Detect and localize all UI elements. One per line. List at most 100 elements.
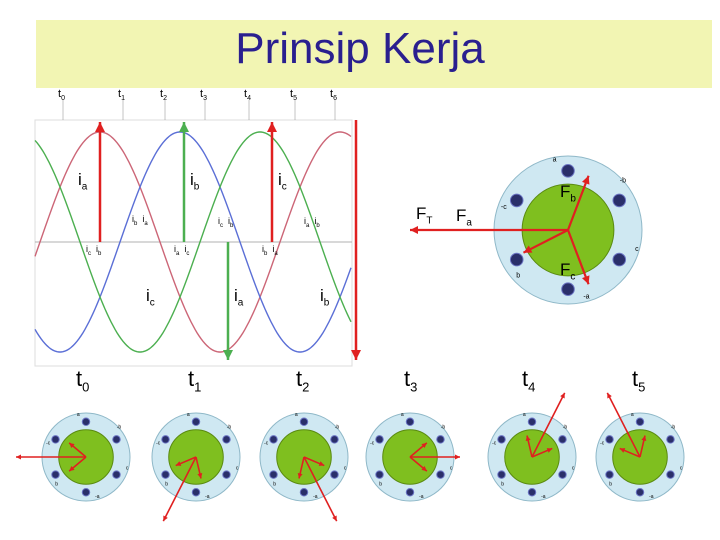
motor-small-0-slot-5 [51, 435, 60, 444]
motor-large-coil-label-4: b [516, 273, 520, 280]
motor-small-2: a-bc-ab-c [259, 412, 349, 522]
motor-small-4: a-bc-ab-c [487, 392, 577, 502]
motor-small-3: a -b c -a b -c [365, 412, 460, 502]
ic-label-1: ic [278, 170, 287, 193]
marker-arrow-t0-head [95, 122, 105, 132]
top-time-label-2: t2 [160, 88, 167, 103]
motor-small-2-slot-1 [330, 435, 339, 444]
motor-small-4-slot-2 [558, 470, 567, 479]
motor-small-2-coil-label-3: -a [313, 494, 318, 500]
motor-small-3-slot-3 [405, 487, 415, 497]
small-label-ia-ic: ia ic [174, 244, 190, 257]
motor-small-4-arrow-head-0 [560, 392, 565, 399]
motor-small-4-arrow-0 [531, 392, 566, 458]
motor-small-4-slot-5 [497, 435, 506, 444]
motor-large-coil-label-0: a [553, 156, 557, 163]
motor-small-0-slot-2 [112, 470, 121, 479]
motor-small-2-coil-label-1: -b [335, 425, 340, 431]
motor-small-0-arrow-head-2 [69, 442, 75, 448]
motor-small-5-coil-label-4: b [609, 481, 612, 487]
small-label-ib-ia-2: ib ia [262, 244, 278, 257]
page-title: Prinsip Kerja [235, 24, 485, 73]
motor-large-arrow-2 [566, 229, 590, 285]
motor-small-1-slot-4 [161, 470, 170, 479]
motor-large-slot-1 [612, 193, 627, 208]
wave-phase-b [34, 131, 352, 353]
motor-small-1-arrow-head-2 [175, 461, 182, 466]
motor-small-2-slot-3 [299, 487, 309, 497]
motor-small-3-arrow-head-0 [455, 454, 460, 460]
wave-phase-c [34, 131, 352, 353]
motor-small-1-slot-1 [222, 435, 231, 444]
motor-large-slot-0 [561, 164, 575, 178]
motor-small-4-coil-label-3: -a [541, 494, 546, 500]
marker-arrow-t2-head [267, 122, 277, 132]
motor-small-4-coil-label-5: -c [492, 441, 497, 447]
motor-small-2-coil-label-4: b [273, 481, 276, 487]
top-time-label-0: t0 [58, 88, 65, 103]
small-label-ia-ib: ia ib [304, 216, 320, 229]
marker-arrow-t1-up-head [179, 122, 189, 132]
motor-small-3-slot-1 [436, 435, 445, 444]
motor-small-3-slot-4 [375, 470, 384, 479]
motor-small-0-slot-3 [81, 487, 91, 497]
motor-small-1-coil-label-1: -b [227, 425, 232, 431]
ia-label-2: ia [234, 286, 244, 309]
motor-small-3-slot-0 [405, 417, 415, 427]
motor-small-2-coil-label-0: a [295, 412, 298, 418]
motor-small-3-coil-label-0: a [401, 412, 404, 418]
motor-small-3-coil-label-1: -b [441, 425, 446, 431]
motor-small-4-slot-4 [497, 470, 506, 479]
motor-small-5-coil-label-0: a [631, 412, 634, 418]
fc-label-big: Fc [560, 260, 576, 283]
ft-label-big: FT [416, 204, 433, 227]
motor-small-1-slot-2 [222, 470, 231, 479]
motor-small-4-slot-0 [527, 417, 537, 427]
motor-small-4-coil-label-1: -b [563, 425, 568, 431]
motor-large-arrow-head-3 [523, 245, 533, 253]
ic-label-2: ic [146, 286, 155, 309]
bottom-time-label-4: t4 [522, 366, 536, 395]
motor-large-arrow-head-2 [581, 275, 590, 285]
plot-frame [34, 119, 353, 367]
ib-label-2: ib [320, 286, 330, 309]
motor-small-5-slot-2 [666, 470, 675, 479]
motor-small-3-coil-label-5: -c [370, 441, 375, 447]
motor-large-coil-label-5: -c [501, 204, 507, 211]
motor-large-slot-2 [612, 252, 627, 267]
motor-small-0-arrow-head-1 [69, 466, 75, 472]
motor-small-4-arrow-head-1 [525, 435, 531, 442]
motor-small-1-coil-label-4: b [165, 481, 168, 487]
motor-small-0: a-bc-ab-c [16, 412, 131, 502]
motor-small-0-coil-label-0: a [77, 412, 80, 418]
motor-small-2-slot-5 [269, 435, 278, 444]
motor-small-2-slot-4 [269, 470, 278, 479]
small-label-ib-ia: ib ia [132, 214, 148, 227]
motor-large: a-bc-ab-c [410, 155, 643, 305]
motor-small-3-arrow-head-1 [421, 442, 427, 448]
motor-small-5-slot-3 [635, 487, 645, 497]
top-time-label-4: t4 [244, 88, 251, 103]
motor-large-coil-label-3: -a [583, 294, 589, 301]
motor-small-2-slot-2 [330, 470, 339, 479]
motor-small-2-arrow-head-2 [297, 472, 303, 479]
ia-label-1: ia [78, 170, 88, 193]
ib-label-1: ib [190, 170, 200, 193]
motor-small-1-arrow-0 [162, 456, 197, 522]
motor-small-5-arrow-head-0 [607, 392, 612, 399]
motor-small-5-slot-0 [635, 417, 645, 427]
motor-small-3-coil-label-3: -a [419, 494, 424, 500]
motor-large-coil-label-2: c [635, 246, 639, 253]
motor-small-1-slot-5 [161, 435, 170, 444]
motor-small-3-coil-label-4: b [379, 481, 382, 487]
top-time-label-3: t3 [200, 88, 207, 103]
motor-small-1-coil-label-3: -a [205, 494, 210, 500]
motor-small-4-coil-label-4: b [501, 481, 504, 487]
title-banner [36, 20, 712, 88]
marker-arrow-t3-head [351, 350, 361, 360]
motor-small-5-coil-label-1: -b [671, 425, 676, 431]
motor-small-3-coil-label-2: c [450, 465, 453, 471]
motor-small-4-slot-1 [558, 435, 567, 444]
motor-small-2-arrow-head-0 [332, 515, 337, 522]
motor-small-4-slot-3 [527, 487, 537, 497]
